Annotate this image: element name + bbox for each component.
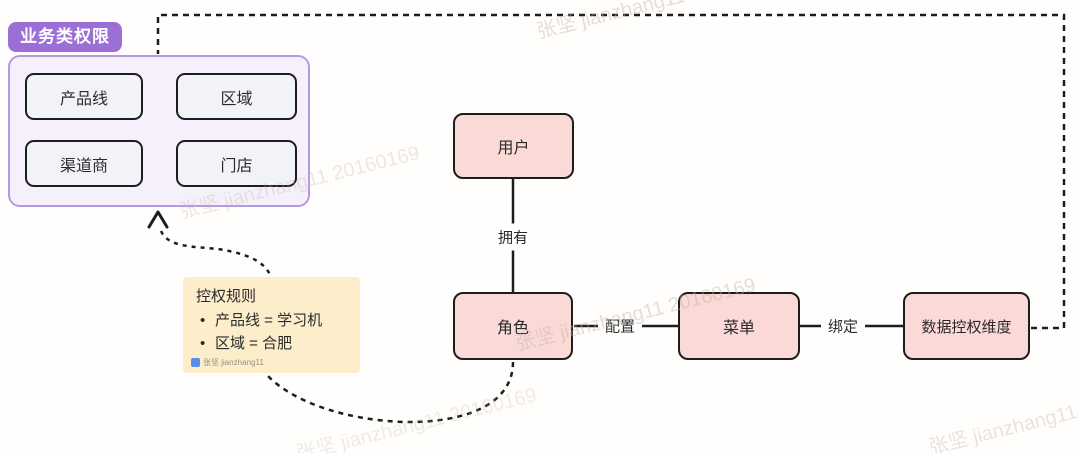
note-bullet-list: 产品线 = 学习机 区域 = 合肥 xyxy=(196,309,350,355)
permission-group-box[interactable]: 产品线 区域 渠道商 门店 xyxy=(8,55,310,207)
arrowhead-up-icon xyxy=(147,210,169,229)
author-avatar-icon xyxy=(191,358,200,367)
note-bullet-product-line: 产品线 = 学习机 xyxy=(196,309,350,332)
node-role[interactable]: 角色 xyxy=(453,292,573,360)
node-data-dimension[interactable]: 数据控权维度 xyxy=(903,292,1030,360)
note-author: 张坚 jianzhang11 xyxy=(203,358,264,367)
note-author-row: 张坚 jianzhang11 xyxy=(191,357,264,368)
group-item-product-line[interactable]: 产品线 xyxy=(25,73,143,120)
watermark: 张坚 jianzhang11 20160169 xyxy=(534,0,779,44)
watermark: 张坚 jianzhang11 20160169 xyxy=(926,378,1080,453)
note-control-rules[interactable]: 控权规则 产品线 = 学习机 区域 = 合肥 张坚 jianzhang11 xyxy=(183,277,360,373)
edge-label-configure: 配置 xyxy=(597,312,643,340)
group-item-region[interactable]: 区域 xyxy=(176,73,297,120)
group-item-channel[interactable]: 渠道商 xyxy=(25,140,143,187)
edge-label-bind: 绑定 xyxy=(820,312,866,340)
watermark: 张坚 jianzhang11 20160169 xyxy=(294,384,539,453)
node-menu[interactable]: 菜单 xyxy=(678,292,800,360)
dashed-curve-note-to-group xyxy=(159,230,273,278)
node-user[interactable]: 用户 xyxy=(453,113,574,179)
note-bullet-region: 区域 = 合肥 xyxy=(196,332,350,355)
group-item-store[interactable]: 门店 xyxy=(176,140,297,187)
badge-business-permissions[interactable]: 业务类权限 xyxy=(8,22,122,52)
edge-label-own: 拥有 xyxy=(490,223,536,251)
note-title: 控权规则 xyxy=(196,288,257,305)
